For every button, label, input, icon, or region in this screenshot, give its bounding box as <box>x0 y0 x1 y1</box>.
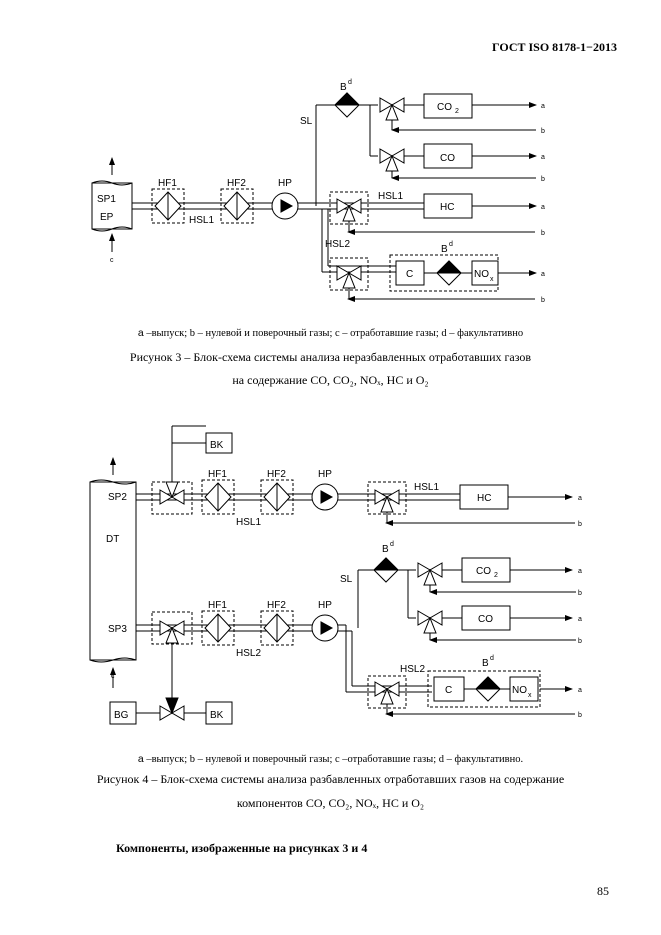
fig3-b3: b <box>541 230 545 237</box>
fig4-b1: b <box>578 521 582 528</box>
fig3-b1: b <box>541 128 545 135</box>
fig4-a4: a <box>578 687 582 694</box>
fig4-c-label: c <box>111 673 115 680</box>
fig3-bd-label: B <box>340 82 347 93</box>
fig3-a1: a <box>541 103 545 110</box>
fig3-sp1-label: SP1 <box>97 194 116 205</box>
fig3-hf2-label: HF2 <box>227 178 246 189</box>
fig3-b2: b <box>541 176 545 183</box>
fig3-b4: b <box>541 297 545 304</box>
figure-4-note: a –выпуск; b – нулевой и поверочный газы… <box>137 753 524 765</box>
document-header: ГОСТ ISO 8178-1−2013 <box>492 40 617 54</box>
fig4-hf2-label: HF2 <box>267 469 286 480</box>
fig4-hsl1-label: HSL1 <box>236 517 261 528</box>
fig4-d-sup: d <box>390 541 394 548</box>
fig3-hsl2-label: HSL2 <box>325 239 350 250</box>
fig4-co-label: CO <box>478 614 493 625</box>
fig4-a3: a <box>578 616 582 623</box>
fig4-bd2-label: B <box>482 658 489 669</box>
fig3-hf1-label: HF1 <box>158 178 177 189</box>
fig4-sl-label: SL <box>340 574 353 585</box>
fig3-hsl1-label: HSL1 <box>189 215 214 226</box>
fig3-c-box-label: C <box>406 269 413 280</box>
fig4-hsl2-label: HSL2 <box>236 648 261 659</box>
fig4-bg-label: BG <box>114 710 129 721</box>
fig4-co2-label: CO <box>476 566 491 577</box>
fig4-a1: a <box>578 495 582 502</box>
figure-3-caption-line2: на содержание CO, CO₂, NOₓ, HC и O₂ <box>232 373 429 387</box>
fig3-d2-sup: d <box>449 241 453 248</box>
section-heading: Компоненты, изображенные на рисунках 3 и… <box>116 841 368 855</box>
figure-4-diagram: BK SP2 DT SP3 c HF1 HF2 HP HSL1 HSL1 HC … <box>89 425 582 725</box>
figure-4-caption-line2: компонентов CO, CO₂, NOₓ, HC и O₂ <box>236 796 425 810</box>
fig4-sp2-label: SP2 <box>108 492 127 503</box>
fig4-nox-label: NO <box>512 685 527 696</box>
fig3-hsl1b-label: HSL1 <box>378 191 403 202</box>
fig3-c-label: c <box>110 257 114 264</box>
fig3-a2: a <box>541 154 545 161</box>
fig3-sl-label: SL <box>300 116 313 127</box>
figure-3-caption-line1: Рисунок 3 – Блок-схема системы анализа н… <box>129 350 532 364</box>
figure-3-note: a –выпуск; b – нулевой и поверочный газы… <box>137 327 524 339</box>
fig3-d-sup: d <box>348 79 352 86</box>
fig3-x-sub: x <box>490 276 494 283</box>
fig3-ep-label: EP <box>100 212 114 223</box>
fig4-dt-label: DT <box>106 534 119 545</box>
fig4-b2: b <box>578 590 582 597</box>
fig3-hc-label: HC <box>440 202 454 213</box>
fig4-a2: a <box>578 568 582 575</box>
fig4-hf2b-label: HF2 <box>267 600 286 611</box>
fig4-hc-label: HC <box>477 493 491 504</box>
fig4-co2-sub: 2 <box>494 572 498 579</box>
figure-4-caption-line1: Рисунок 4 – Блок-схема системы анализа р… <box>96 772 565 786</box>
fig3-a4: a <box>541 271 545 278</box>
fig4-hpb-label: HP <box>318 600 332 611</box>
fig4-bd-label: B <box>382 544 389 555</box>
fig3-co-label: CO <box>440 153 455 164</box>
fig4-hp-label: HP <box>318 469 332 480</box>
fig3-co2-sub: 2 <box>455 108 459 115</box>
fig4-hf1-label: HF1 <box>208 469 227 480</box>
fig4-d2-sup: d <box>490 655 494 662</box>
fig4-b3: b <box>578 638 582 645</box>
fig4-c-box-label: C <box>445 685 452 696</box>
fig4-bk-bottom-label: BK <box>210 710 224 721</box>
fig4-bk-top-label: BK <box>210 440 224 451</box>
fig4-hsl2b-label: HSL2 <box>400 664 425 675</box>
fig4-hsl1b-label: HSL1 <box>414 482 439 493</box>
fig4-x-sub: x <box>528 692 532 699</box>
fig4-sp3-label: SP3 <box>108 624 127 635</box>
fig3-hp-label: HP <box>278 178 292 189</box>
figure-3-diagram: SP1 EP c HF1 HF2 HSL1 HP SL B d CO 2 CO … <box>91 79 545 304</box>
fig3-co2-label: CO <box>437 102 452 113</box>
fig3-a3: a <box>541 204 545 211</box>
fig4-b4: b <box>578 712 582 719</box>
fig3-nox-label: NO <box>474 269 489 280</box>
fig3-bd2-label: B <box>441 244 448 255</box>
page-number: 85 <box>597 884 609 898</box>
fig4-hf1b-label: HF1 <box>208 600 227 611</box>
